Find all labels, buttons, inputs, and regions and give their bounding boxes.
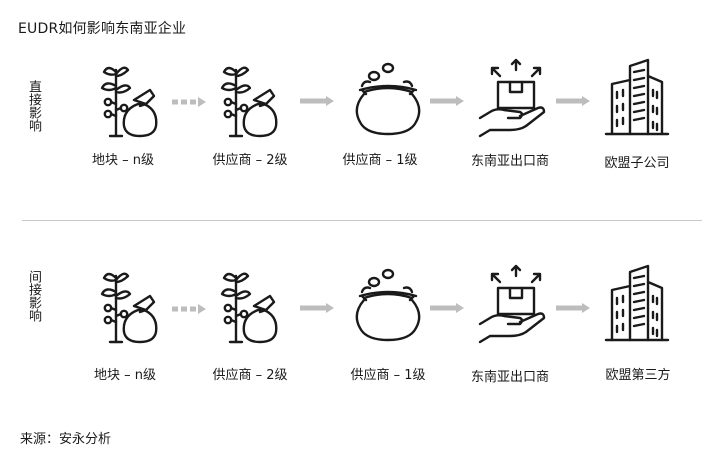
step-caption: 供应商 – 1级 bbox=[342, 153, 418, 168]
step-caption: 地块 – n级 bbox=[91, 153, 155, 168]
step-caption: 东南亚出口商 bbox=[470, 370, 550, 385]
plant-with-sack-icon bbox=[94, 60, 162, 140]
source-note: 来源：安永分析 bbox=[20, 432, 112, 447]
arrow-icon bbox=[556, 96, 590, 106]
plant-with-sack-icon bbox=[214, 266, 282, 346]
step-caption: 供应商 – 2级 bbox=[212, 368, 288, 383]
coin-pot-icon bbox=[352, 60, 424, 140]
dashed-arrow-icon bbox=[172, 97, 206, 107]
arrow-icon bbox=[430, 303, 464, 313]
office-building-icon bbox=[604, 58, 670, 138]
page-title: EUDR如何影响东南亚企业 bbox=[18, 21, 187, 37]
plant-with-sack-icon bbox=[94, 266, 162, 346]
step-caption: 供应商 – 1级 bbox=[350, 368, 426, 383]
step-caption: 供应商 – 2级 bbox=[212, 153, 288, 168]
box-on-hand-icon bbox=[476, 58, 548, 140]
section-divider bbox=[22, 220, 702, 221]
office-building-icon bbox=[604, 264, 670, 344]
step-caption: 地块 – n级 bbox=[93, 368, 157, 383]
arrow-icon bbox=[556, 303, 590, 313]
step-caption: 欧盟子公司 bbox=[604, 156, 670, 171]
arrow-icon bbox=[300, 96, 334, 106]
step-caption: 东南亚出口商 bbox=[470, 154, 550, 169]
arrow-icon bbox=[430, 96, 464, 106]
step-caption: 欧盟第三方 bbox=[605, 368, 671, 383]
arrow-icon bbox=[300, 303, 334, 313]
coin-pot-icon bbox=[352, 266, 424, 346]
side-label-indirect: 间接影响 bbox=[26, 270, 41, 322]
plant-with-sack-icon bbox=[214, 60, 282, 140]
dashed-arrow-icon bbox=[172, 304, 206, 314]
side-label-direct: 直接影响 bbox=[26, 80, 41, 132]
box-on-hand-icon bbox=[476, 264, 548, 346]
